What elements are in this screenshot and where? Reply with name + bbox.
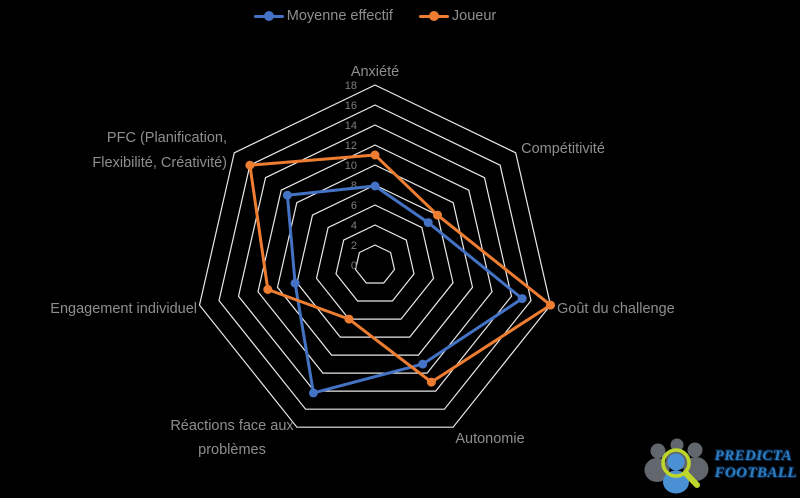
axis-label-pfc-planification-flexibilite-creativite: PFC (Planification, [107,130,227,146]
data-point-joueur-pfc-planification-flexibilite-creativite [245,160,255,170]
grid-ring-6 [315,204,435,320]
grid-ring-10 [276,164,474,356]
axis-label-anxiete: Anxiété [351,64,399,80]
data-point-joueur-competitivite [433,210,442,220]
radial-tick-4: 4 [351,220,357,232]
data-point-moyenne-effectif-competitivite [423,218,433,228]
legend-dot [263,11,274,21]
radial-tick-16: 16 [345,100,357,112]
legend-item-moyenne-effectif: Moyenne effectif [253,8,393,24]
logo-text-predicta: PREDICTA [714,447,793,464]
predicta-football-logo: PREDICTA FOOTBALL [641,436,797,494]
grid-ring-14 [237,124,513,392]
series-polygon-moyenne-effectif [285,184,524,395]
legend-label-joueur: Joueur [451,8,497,24]
data-point-moyenne-effectif-engagement-individuel [290,278,300,288]
legend-dot [428,11,439,21]
data-point-moyenne-effectif-reactions-face-aux-problemes [308,388,318,398]
axis-label-competitivite: Compétitivité [521,141,605,157]
data-point-joueur-gout-du-challenge [546,300,555,310]
legend-label-moyenne-effectif: Moyenne effectif [286,8,393,24]
data-point-joueur-engagement-individuel [263,285,273,294]
axis-label-pfc-planification-flexibilite-creativite: Flexibilité, Créativité) [92,155,227,171]
grid-ring-18 [198,84,552,428]
data-point-moyenne-effectif-gout-du-challenge [517,294,527,304]
radial-tick-12: 12 [345,140,357,152]
radial-tick-14: 14 [345,120,357,132]
radial-tick-2: 2 [351,240,357,252]
radial-tick-18: 18 [345,80,357,92]
data-point-joueur-anxiete [370,150,380,160]
axis-label-engagement-individuel: Engagement individuel [50,301,197,317]
chart-legend: Moyenne effectif Joueur [0,8,750,24]
grid-ring-4 [335,224,415,302]
data-point-joueur-reactions-face-aux-problemes [344,314,354,324]
radial-tick-8: 8 [351,180,357,192]
axis-label-reactions-face-aux-problemes: problèmes [198,442,266,458]
radial-tick-10: 10 [345,160,357,172]
radial-tick-0: 0 [351,260,357,272]
line-dot-marker-icon [253,8,284,24]
people-magnifier-icon [644,438,709,494]
radial-tick-6: 6 [351,200,357,212]
data-point-moyenne-effectif-autonomie [418,359,428,369]
grid-ring-12 [257,144,493,374]
data-point-moyenne-effectif-anxiete [370,181,380,191]
grid-ring-2 [354,244,396,284]
logo-text-football: FOOTBALL [714,465,797,481]
axis-label-reactions-face-aux-problemes: Réactions face aux [170,418,294,434]
series-polygon-joueur [248,153,552,384]
grid-ring-16 [218,104,532,410]
legend-item-joueur: Joueur [418,8,497,24]
axis-label-gout-du-challenge: Goût du challenge [557,301,675,317]
line-dot-marker-icon [418,8,449,24]
axis-label-autonomie: Autonomie [455,431,524,447]
data-point-joueur-autonomie [426,377,436,387]
data-point-moyenne-effectif-pfc-planification-flexibilite-creativite [282,190,292,200]
